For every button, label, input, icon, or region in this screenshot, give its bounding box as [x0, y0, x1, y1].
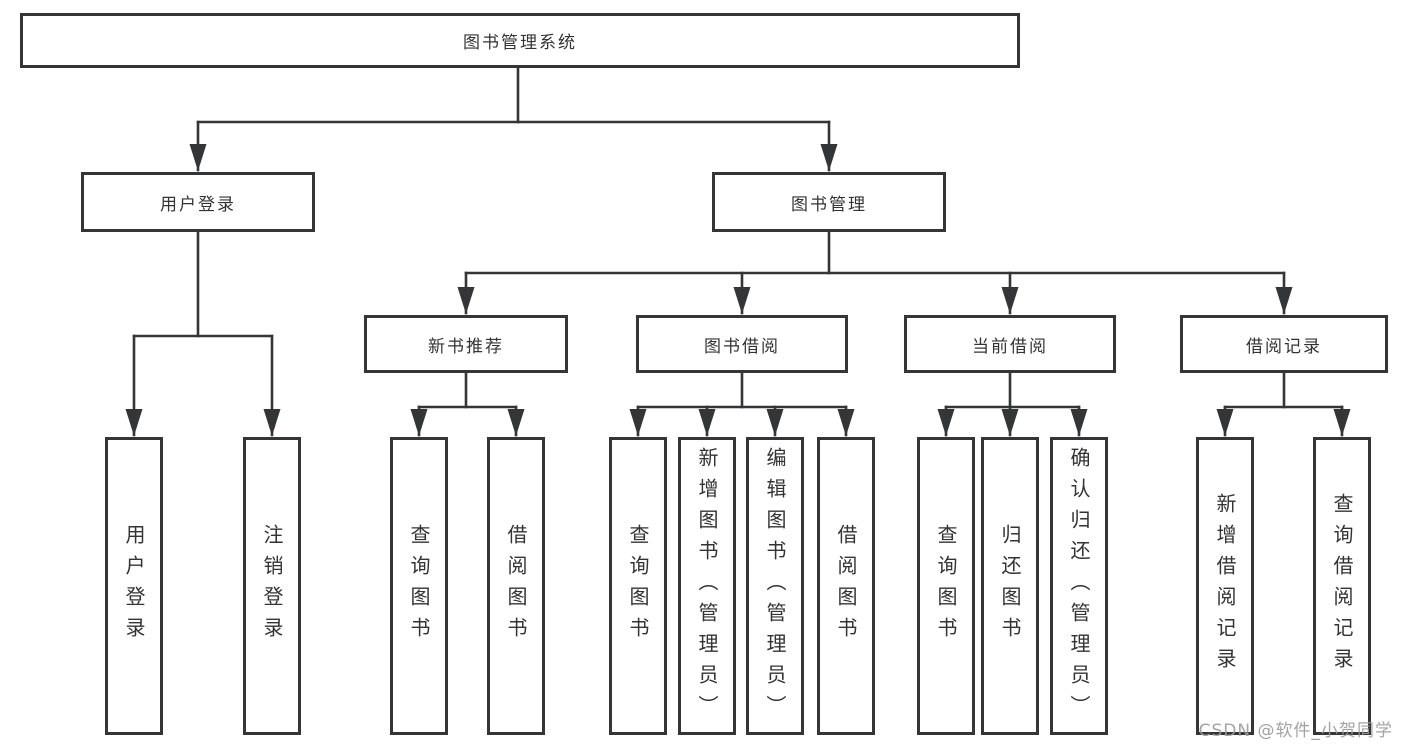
leaf-borrowing-query-books: 查询图书 — [609, 437, 667, 735]
leaf-recommend-borrow-books-label: 借阅图书 — [504, 524, 528, 648]
node-borrow-records: 借阅记录 — [1180, 315, 1388, 373]
leaf-return-books-label: 归还图书 — [998, 524, 1022, 648]
leaf-user-login: 用户登录 — [105, 437, 163, 735]
leaf-borrowing-borrow-books-label: 借阅图书 — [834, 524, 858, 648]
node-book-borrowing-label: 图书借阅 — [704, 336, 780, 357]
node-library-system: 图书管理系统 — [20, 13, 1020, 68]
leaf-edit-books-admin: 编辑图书（管理员） — [746, 437, 804, 735]
leaf-current-query-books: 查询图书 — [917, 437, 975, 735]
leaf-logout-label: 注销登录 — [260, 524, 284, 648]
leaf-confirm-return-admin-label: 确认归还（管理员） — [1067, 446, 1091, 726]
leaf-add-borrow-record-label: 新增借阅记录 — [1213, 493, 1237, 679]
leaf-edit-books-admin-label: 编辑图书（管理员） — [763, 446, 787, 726]
node-library-system-label: 图书管理系统 — [463, 33, 577, 53]
node-borrow-records-label: 借阅记录 — [1246, 336, 1322, 357]
node-book-borrowing: 图书借阅 — [636, 315, 848, 373]
leaf-borrowing-borrow-books: 借阅图书 — [817, 437, 875, 735]
leaf-borrowing-query-books-label: 查询图书 — [626, 524, 650, 648]
node-book-management: 图书管理 — [712, 172, 946, 232]
leaf-add-borrow-record: 新增借阅记录 — [1196, 437, 1254, 735]
node-new-book-recommend-label: 新书推荐 — [428, 336, 504, 357]
node-book-management-label: 图书管理 — [791, 194, 867, 215]
node-current-borrowing: 当前借阅 — [904, 315, 1116, 373]
leaf-return-books: 归还图书 — [981, 437, 1039, 735]
leaf-recommend-query-books-label: 查询图书 — [407, 524, 431, 648]
node-new-book-recommend: 新书推荐 — [364, 315, 568, 373]
leaf-confirm-return-admin: 确认归还（管理员） — [1050, 437, 1108, 735]
node-user-login-branch: 用户登录 — [81, 172, 315, 232]
node-current-borrowing-label: 当前借阅 — [972, 336, 1048, 357]
leaf-current-query-books-label: 查询图书 — [934, 524, 958, 648]
leaf-add-books-admin-label: 新增图书（管理员） — [695, 446, 719, 726]
leaf-query-borrow-record-label: 查询借阅记录 — [1330, 493, 1354, 679]
leaf-recommend-borrow-books: 借阅图书 — [487, 437, 545, 735]
leaf-query-borrow-record: 查询借阅记录 — [1313, 437, 1371, 735]
leaf-recommend-query-books: 查询图书 — [390, 437, 448, 735]
leaf-add-books-admin: 新增图书（管理员） — [678, 437, 736, 735]
node-user-login-branch-label: 用户登录 — [160, 194, 236, 215]
csdn-watermark: CSDN @软件_小贺同学 — [1198, 721, 1393, 741]
leaf-logout: 注销登录 — [243, 437, 301, 735]
leaf-user-login-label: 用户登录 — [122, 524, 146, 648]
